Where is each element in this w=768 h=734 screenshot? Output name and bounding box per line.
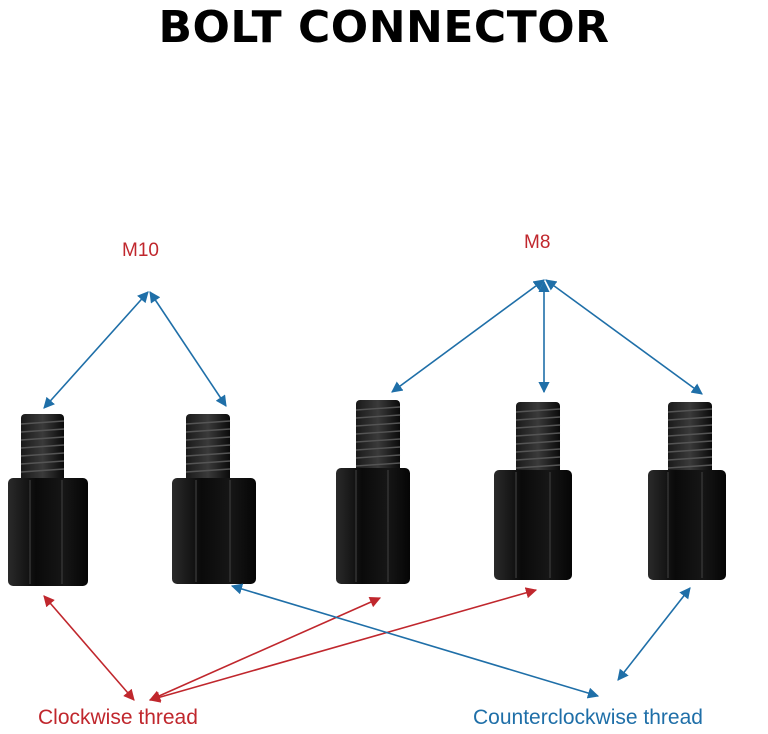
bolt-2 [172, 414, 256, 584]
bolt-5 [648, 402, 726, 580]
m8-label: M8 [524, 232, 551, 253]
counterclockwise-arrows [230, 583, 691, 699]
counterclockwise-thread-label: Counterclockwise thread [473, 706, 703, 729]
page-title: BOLT CONNECTOR [158, 2, 610, 53]
clockwise-arrows [43, 587, 538, 703]
bolt-4 [494, 402, 572, 580]
m10-label: M10 [122, 240, 159, 261]
bolt-1 [8, 414, 88, 586]
bolt-3 [336, 400, 410, 584]
m10-arrows [43, 291, 227, 409]
clockwise-thread-label: Clockwise thread [38, 706, 198, 729]
m8-arrows [391, 279, 703, 395]
